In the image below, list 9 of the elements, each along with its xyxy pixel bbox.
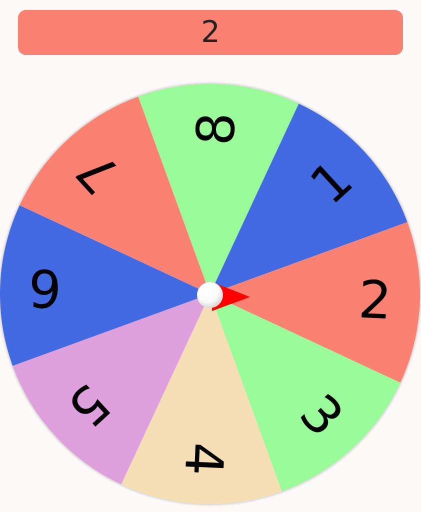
sector-number: 1 bbox=[302, 152, 362, 213]
result-display: 2 bbox=[18, 10, 403, 55]
sector-number: 8 bbox=[190, 112, 244, 147]
sector-number: 3 bbox=[291, 386, 352, 446]
sector-number: 4 bbox=[176, 441, 230, 476]
sector-number: 5 bbox=[58, 375, 118, 436]
sector-number: 7 bbox=[68, 142, 129, 202]
sector-number: 2 bbox=[357, 274, 392, 328]
sector-number: 6 bbox=[28, 260, 63, 314]
